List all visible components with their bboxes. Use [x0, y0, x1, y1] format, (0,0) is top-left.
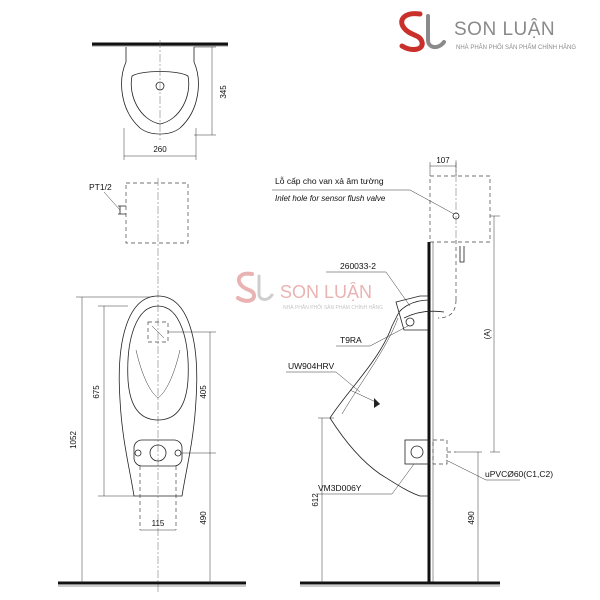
dim-valve-height: (A) — [483, 328, 492, 339]
label-pipe-size: PT1/2 — [89, 182, 112, 192]
label-inlet-vn: Lỗ cấp cho van xả âm tường — [275, 176, 384, 186]
dim-outlet-width: 115 — [152, 519, 165, 528]
top-view: 345 260 — [92, 40, 228, 160]
front-view: PT1/2 1052 675 405 490 — [58, 178, 246, 592]
brand-logo-mark — [399, 11, 425, 52]
label-part-spud: 260033-2 — [340, 261, 376, 271]
label-part-urinal: UW904HRV — [288, 361, 334, 371]
watermark-tagline: NHÀ PHÂN PHỐI SẢN PHẨM CHÍNH HÃNG — [283, 304, 383, 311]
dim-outlet-height-side: 490 — [467, 511, 476, 525]
dim-top-depth: 345 — [219, 85, 228, 99]
brand-tagline: NHÀ PHÂN PHỐI SẢN PHẨM CHÍNH HÃNG — [456, 44, 576, 51]
dim-rim-height: 612 — [311, 493, 320, 507]
side-view: 107 (A) 612 490 — [272, 156, 520, 587]
dim-top-width: 260 — [153, 145, 167, 154]
label-part-valve: T9RA — [340, 335, 362, 345]
brand-logo: SON LUẬN NHÀ PHÂN PHỐI SẢN PHẨM CHÍNH HÃ… — [399, 11, 576, 52]
watermark-name: SON LUẬN — [280, 282, 372, 302]
watermark: SON LUẬN NHÀ PHÂN PHỐI SẢN PHẨM CHÍNH HÃ… — [236, 271, 383, 311]
label-part-outlet: uPVCØ60(C1,C2) — [485, 469, 553, 479]
label-part-trap: VM3D006Y — [318, 483, 362, 493]
dim-valve-offset: 107 — [436, 156, 450, 165]
dim-inlet-height: 405 — [199, 385, 208, 399]
dim-total-height: 1052 — [69, 431, 78, 449]
label-inlet-en: Inlet hole for sensor flush valve — [275, 194, 386, 203]
dim-outlet-height-front: 490 — [199, 511, 208, 525]
brand-name: SON LUẬN — [454, 18, 555, 40]
dim-bowl-height: 675 — [92, 385, 101, 399]
